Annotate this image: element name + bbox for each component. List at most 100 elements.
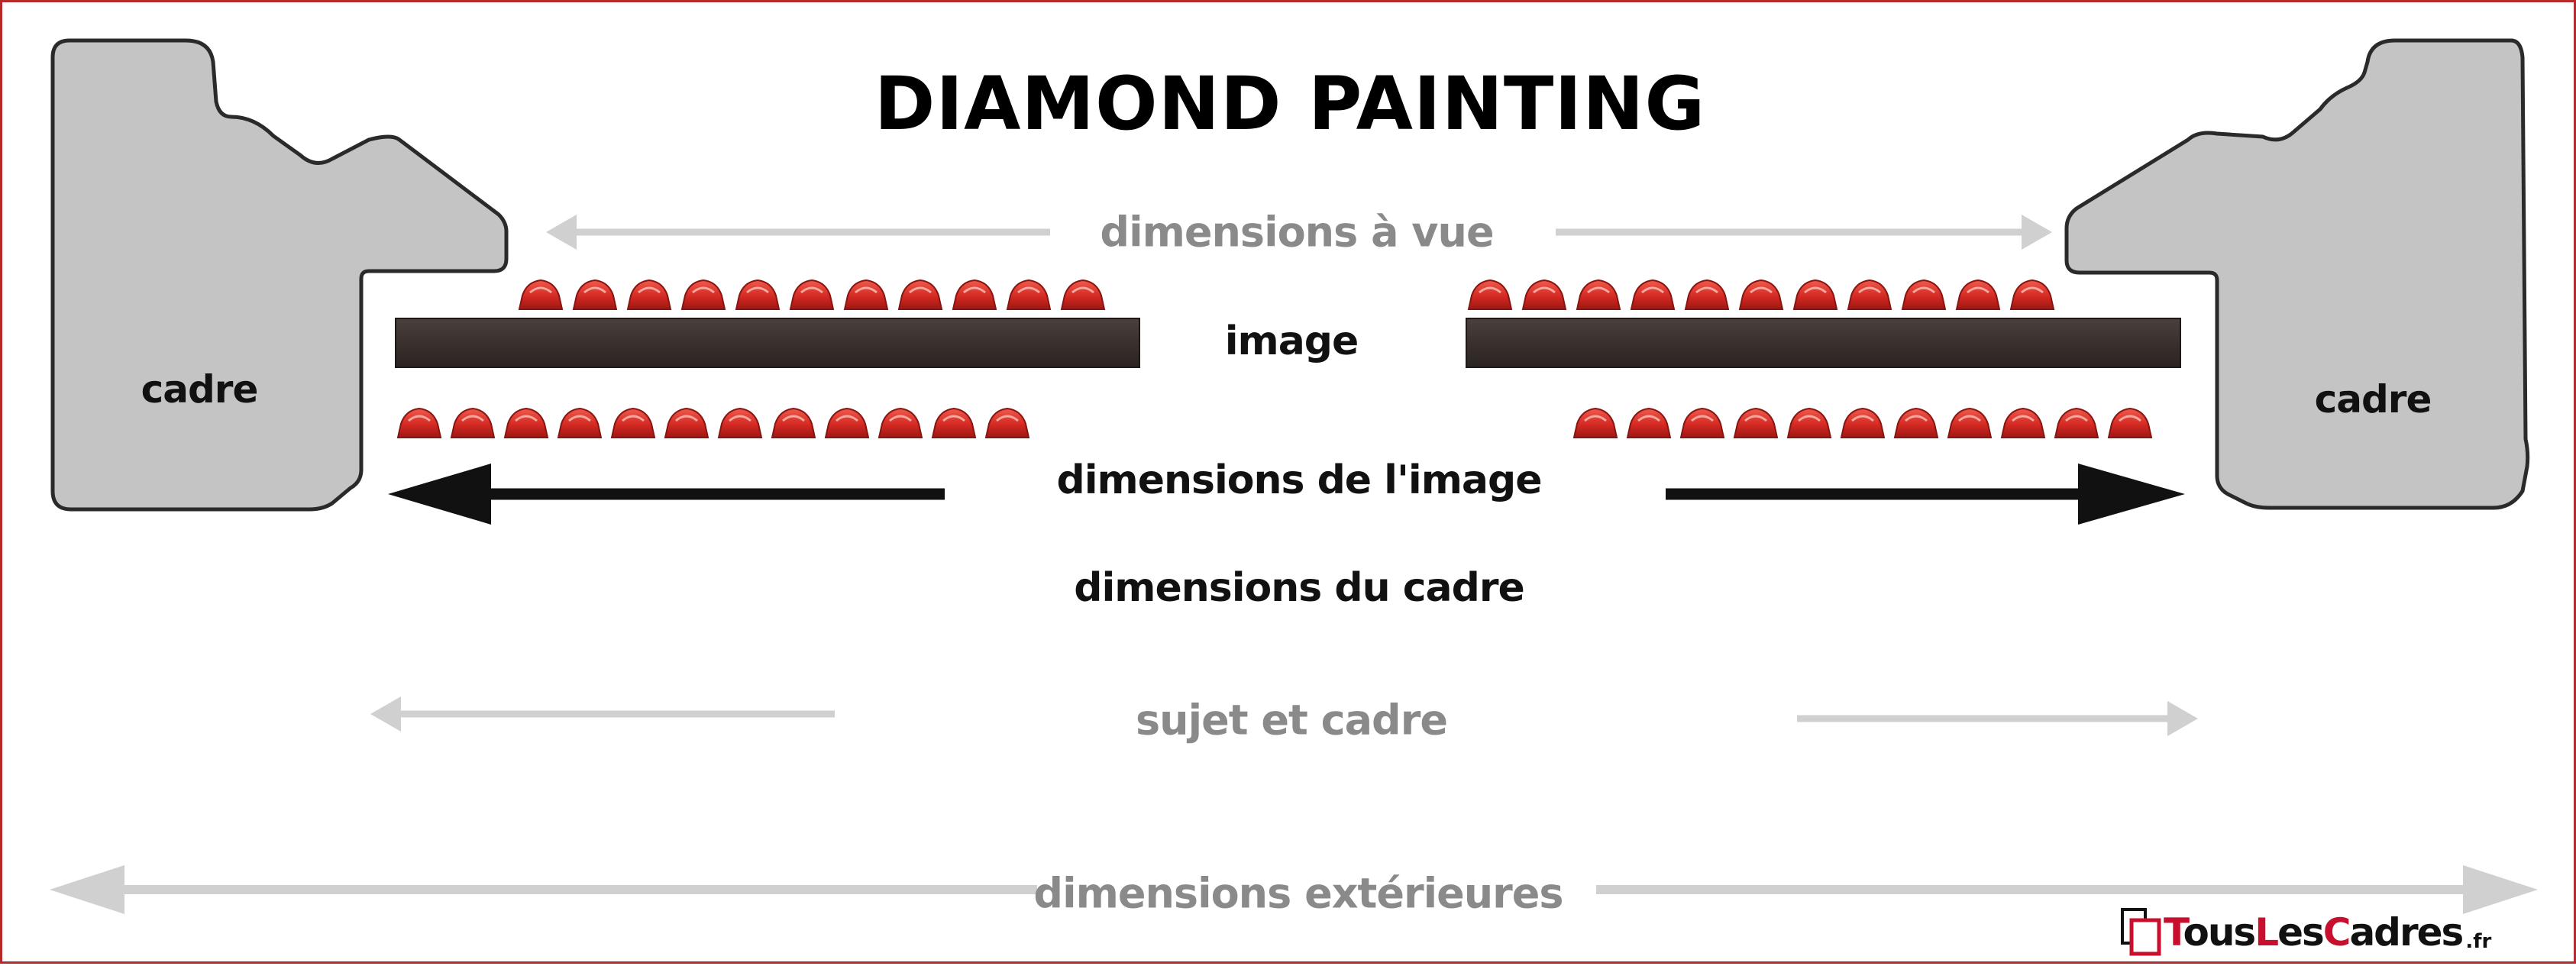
arrow-sujet-cadre-right <box>1797 701 2198 736</box>
diamond-highlight <box>692 286 715 294</box>
diamond-stone <box>897 279 943 310</box>
diamond-stone <box>1786 407 1832 438</box>
diamond-row-top-left <box>518 279 1106 310</box>
diamond-stone <box>1684 279 1730 310</box>
diamond-highlight <box>568 415 591 422</box>
logo-letter-c: C <box>2322 910 2351 955</box>
diamond-stone <box>1947 407 1993 438</box>
diamond-highlight <box>408 415 431 422</box>
image-board-right <box>1466 318 2181 368</box>
diamond-highlight <box>729 415 751 422</box>
logo-letter-t: T <box>2164 910 2185 955</box>
diamond-highlight <box>1967 286 1989 294</box>
logo-wordmark: TousLesCadres <box>2164 910 2464 955</box>
diamond-stone <box>572 279 618 310</box>
arrow-dimensions-image-right <box>1666 464 2185 525</box>
diamond-stone <box>824 407 870 438</box>
diamond-stone <box>931 407 977 438</box>
label-dimensions-a-vue: dimensions à vue <box>1100 208 1494 257</box>
frame-left <box>50 38 509 512</box>
diamond-stone <box>1060 279 1106 310</box>
diamond-stone <box>1572 407 1618 438</box>
arrow-sujet-cadre-left <box>370 696 835 732</box>
diamond-stone <box>503 407 549 438</box>
diamond-highlight <box>638 286 661 294</box>
logo-part-adres: adres <box>2349 910 2464 955</box>
arrow-dimensions-image-left <box>388 464 945 525</box>
label-sujet-et-cadre: sujet et cadre <box>1136 696 1448 745</box>
diamond-stone <box>2009 279 2055 310</box>
diamond-highlight <box>1912 286 1935 294</box>
diamond-highlight <box>2065 415 2088 422</box>
diamond-highlight <box>782 415 805 422</box>
diamond-highlight <box>461 415 484 422</box>
diamond-stone <box>1738 279 1784 310</box>
diamond-stone <box>2054 407 2099 438</box>
logo-part-ous: ous <box>2183 910 2256 955</box>
diamond-stone <box>878 407 923 438</box>
logo-part-es: es <box>2277 910 2325 955</box>
diamond-highlight <box>529 286 552 294</box>
diamond-highlight <box>889 415 912 422</box>
diamond-stone <box>1576 279 1621 310</box>
diamond-highlight <box>622 415 645 422</box>
diamond-stone <box>1840 407 1886 438</box>
diamond-highlight <box>1858 286 1881 294</box>
diamond-stone <box>1630 279 1676 310</box>
diamond-highlight <box>1958 415 1981 422</box>
diamond-highlight <box>1479 286 1501 294</box>
diamond-highlight <box>746 286 769 294</box>
diamond-stone <box>1792 279 1838 310</box>
diamond-highlight <box>800 286 823 294</box>
diamond-stone <box>1893 407 1939 438</box>
diamond-highlight <box>1017 286 1040 294</box>
tous-les-cadres-logo: TousLesCadres .fr <box>2119 906 2491 959</box>
diamond-highlight <box>1695 286 1718 294</box>
diamond-stone <box>680 279 726 310</box>
diamond-stone <box>735 279 781 310</box>
diamond-highlight <box>1804 286 1827 294</box>
diamond-highlight <box>583 286 606 294</box>
diamond-highlight <box>515 415 538 422</box>
diamond-stone <box>984 407 1030 438</box>
diamond-row-top-right <box>1467 279 2055 310</box>
diamond-stone <box>2107 407 2153 438</box>
diamond-stone <box>952 279 997 310</box>
diamond-highlight <box>1584 415 1607 422</box>
label-cadre-left: cadre <box>141 367 259 412</box>
diamond-highlight <box>1798 415 1821 422</box>
diamond-highlight <box>1641 286 1664 294</box>
diamond-highlight <box>1071 286 1094 294</box>
diagram-title: DIAMOND PAINTING <box>874 61 1706 147</box>
diamond-highlight <box>1905 415 1928 422</box>
diamond-stone <box>1521 279 1567 310</box>
diamond-stone <box>1626 407 1672 438</box>
label-dimensions-image: dimensions de l'image <box>1056 457 1542 503</box>
logo-letter-l: L <box>2254 910 2279 955</box>
arrow-dimensions-exterieures-left <box>50 865 1037 914</box>
label-dimensions-exterieures: dimensions extérieures <box>1033 869 1563 918</box>
diamond-stone <box>1901 279 1947 310</box>
diamond-highlight <box>675 415 698 422</box>
diamond-highlight <box>1750 286 1773 294</box>
diamond-highlight <box>2012 415 2035 422</box>
arrow-dimensions-a-vue-left <box>546 215 1050 250</box>
diamond-stone <box>626 279 672 310</box>
diamond-highlight <box>1851 415 1874 422</box>
label-image: image <box>1224 318 1359 364</box>
diamond-stone <box>843 279 889 310</box>
diamond-highlight <box>996 415 1019 422</box>
arrow-dimensions-exterieures-right <box>1596 865 2538 914</box>
diamond-stone <box>1006 279 1052 310</box>
diamond-stone <box>789 279 835 310</box>
diamond-highlight <box>1744 415 1767 422</box>
diamond-stone <box>1679 407 1725 438</box>
diamond-highlight <box>963 286 986 294</box>
diamond-highlight <box>855 286 878 294</box>
diamond-highlight <box>942 415 965 422</box>
diamond-highlight <box>1691 415 1714 422</box>
image-board-left <box>395 318 1140 368</box>
arrow-dimensions-a-vue-right <box>1556 215 2052 250</box>
diamond-stone <box>450 407 496 438</box>
